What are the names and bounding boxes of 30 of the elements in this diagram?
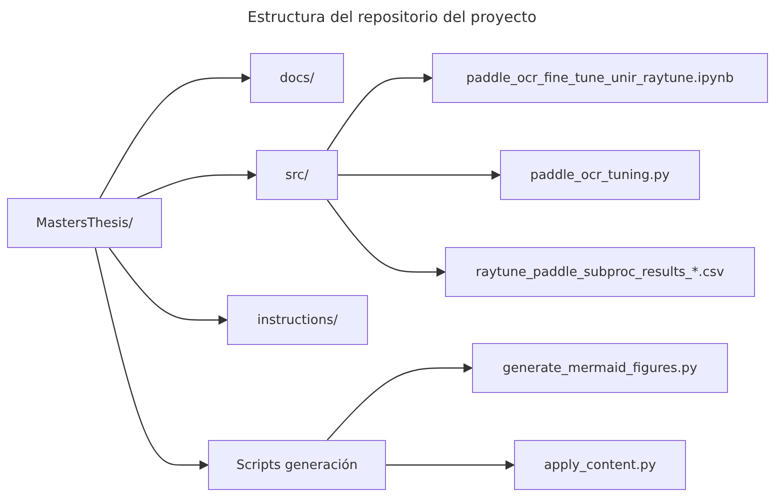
folder-box <box>514 440 686 490</box>
folder-box <box>445 247 755 297</box>
folder-box <box>208 440 386 490</box>
arrow <box>136 170 257 199</box>
node-label: paddle_ocr_tuning.py <box>530 168 670 182</box>
folder-box <box>472 343 728 393</box>
arrow <box>99 73 251 198</box>
folder-box <box>432 53 768 103</box>
arrow <box>326 73 433 150</box>
node-label: generate_mermaid_figures.py <box>502 360 698 376</box>
folder-box <box>227 295 368 345</box>
arrow <box>386 460 515 470</box>
folder-box <box>256 150 338 200</box>
diagram-title: Estructura del repositorio del proyecto <box>246 8 538 26</box>
node-label: apply_content.py <box>544 458 656 472</box>
node-label: docs/ <box>280 70 314 86</box>
folder-box <box>250 53 344 103</box>
node-label: MastersThesis/ <box>36 216 133 230</box>
arrow <box>326 363 473 440</box>
arrow <box>94 248 209 470</box>
node-label: instructions/ <box>257 312 338 328</box>
arrow <box>326 200 446 277</box>
folder-box <box>500 150 700 200</box>
node-label: Scripts generación <box>236 458 358 472</box>
node-label: paddle_ocr_fine_tune_unir_raytune.ipynb <box>466 70 734 86</box>
node-label: src/ <box>285 168 309 182</box>
node-label: raytune_paddle_subproc_results_*.csv <box>476 264 724 280</box>
arrow <box>108 248 228 325</box>
arrow <box>338 170 501 180</box>
folder-box <box>7 198 162 248</box>
